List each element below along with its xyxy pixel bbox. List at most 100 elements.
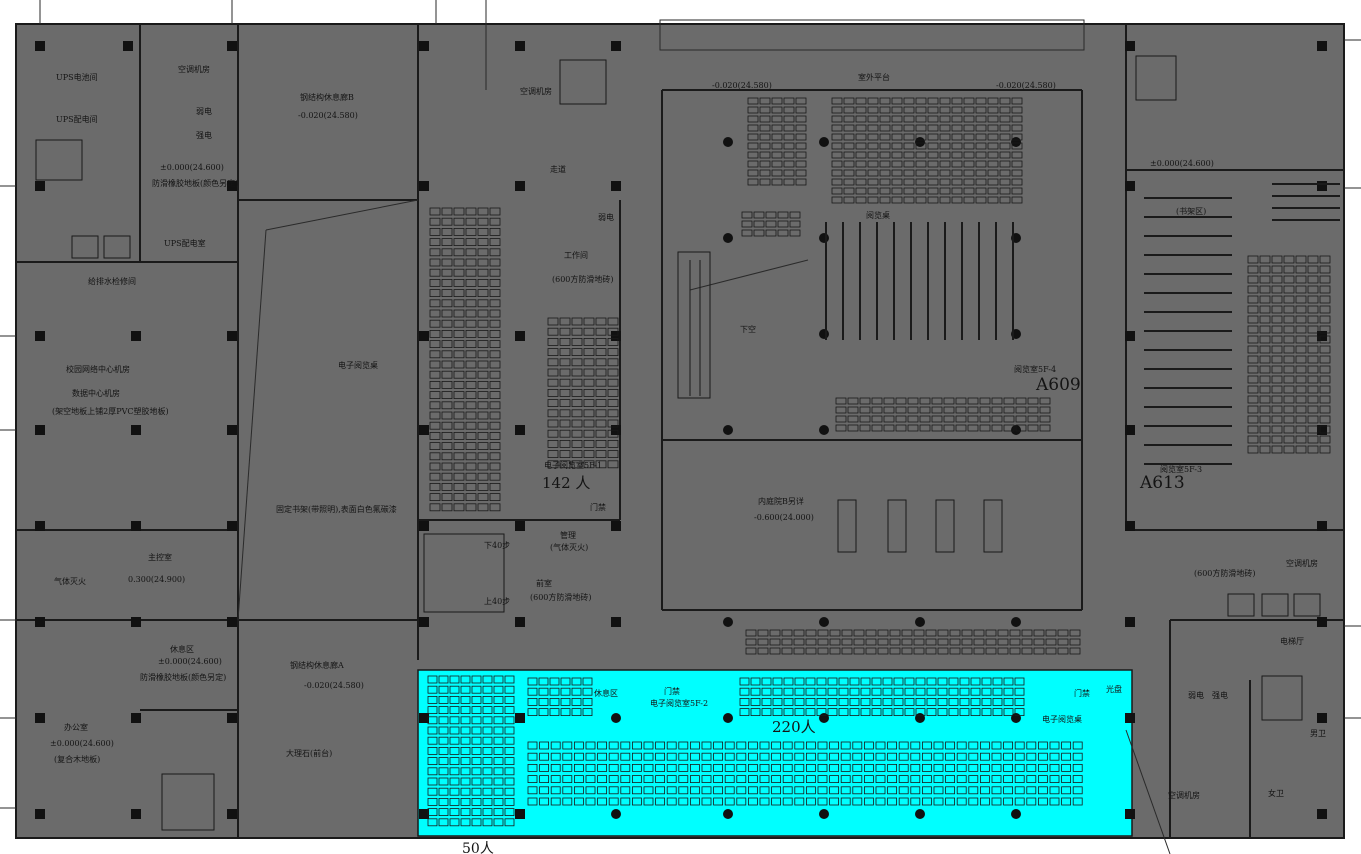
label-gas-fire: 气体灭火 [54,576,86,586]
e-desk-2 [449,685,460,694]
walls [16,24,1344,838]
reading-desk-right [1259,355,1271,364]
e-desk-2b [527,775,538,783]
reading-desk-south [757,647,769,655]
e-desk-1 [489,431,501,440]
reading-desk-south [769,647,781,655]
e-desk-1b [583,419,595,428]
reading-desk-right [1283,375,1295,384]
e-desk-2b [945,752,955,761]
reading-desk-south [949,638,961,646]
e-desk-2b [574,752,584,761]
reading-desk-top-left [783,97,795,105]
reading-desk-top [903,151,915,159]
reading-desk-south [913,647,925,655]
e-desk-2 [493,675,504,684]
reading-desk-south [937,638,949,646]
e-desk-2b [1003,741,1013,750]
reading-desk-south [1021,629,1033,637]
e-desk-1 [453,442,465,451]
e-desk-2b [585,764,596,772]
e-desk-2b [817,797,828,806]
reading-desk-top-left [771,133,783,141]
e-desk-2b [736,752,747,761]
e-desk-1 [489,411,501,420]
e-desk-1 [429,258,441,267]
e-desk-2 [471,767,482,776]
e-desk-2d [871,708,882,716]
reading-desk-right [1307,275,1319,284]
reading-desk-top-left [795,142,807,150]
reading-desk-top [879,178,891,186]
e-desk-2 [482,706,493,714]
e-desk-2b [1049,786,1060,795]
reading-desk-top-left [759,133,771,141]
e-desk-2d [915,698,926,706]
reading-desk-top [855,133,867,141]
label-e-reading-desk-2: 电子阅览桌 [1042,714,1082,724]
reading-desk-bottom [835,397,847,405]
e-desk-2b [782,764,793,772]
reading-desk-top-left [783,124,795,132]
e-desk-2 [482,716,493,725]
e-desk-2b [597,775,607,783]
e-desk-1 [477,268,489,277]
e-desk-1 [465,238,477,247]
e-desk-2b [736,741,747,750]
e-desk-2b [794,797,805,806]
reading-desk-right [1271,395,1283,404]
reading-desk-south [1045,638,1057,646]
e-desk-2b [539,752,549,761]
e-desk-1b [595,388,607,397]
reading-desk-south [853,638,865,646]
reading-desk-side [741,220,753,228]
label-fixed-shelf: 固定书架(带照明),表面白色氟碳漆 [276,504,397,514]
reading-desk-south [877,647,889,655]
e-desk-1 [477,340,489,349]
reading-desk-top [867,169,879,177]
e-desk-2 [504,706,515,714]
e-desk-1 [429,340,441,349]
reading-desk-top [915,160,927,168]
reading-desk-top [975,115,987,123]
e-desk-1 [489,268,501,277]
e-desk-1b [583,368,595,377]
reading-desk-bottom [979,406,991,414]
e-desk-1b [571,399,583,408]
e-desk-2b [643,775,654,783]
e-desk-2b [910,741,921,750]
e-desk-2b [585,797,596,806]
e-desk-1 [453,340,465,349]
e-desk-2 [460,747,471,755]
e-desk-2b [991,786,1002,795]
e-desk-1 [429,482,441,491]
reading-desk-top [999,178,1011,186]
e-desk-2c [560,677,571,686]
e-desk-1b [607,368,619,377]
reading-desk-right [1247,335,1259,344]
reading-desk-south [1033,647,1045,655]
reading-desk-right [1307,425,1319,434]
e-desk-2b [574,741,584,750]
reading-desk-top-left [783,142,795,150]
e-desk-2 [493,696,504,704]
reading-desk-right [1307,285,1319,294]
e-desk-2d [739,677,750,686]
e-desk-1 [489,278,501,287]
label-composite-floor: (复合木地板) [54,754,100,764]
e-desk-2 [427,726,438,735]
e-desk-2b [585,786,596,795]
e-desk-2b [666,775,677,783]
e-desk-2b [632,775,642,783]
reading-desk-south [829,629,841,637]
column [131,713,141,723]
reading-desk-right [1247,275,1259,284]
reading-desk-right [1271,255,1283,264]
e-desk-2 [504,685,515,694]
e-desk-2b [980,797,990,806]
e-desk-2d [981,708,992,716]
e-desk-2d [1014,708,1025,716]
e-desk-1 [453,503,465,512]
reading-desk-right [1271,425,1283,434]
e-desk-1b [571,439,583,448]
